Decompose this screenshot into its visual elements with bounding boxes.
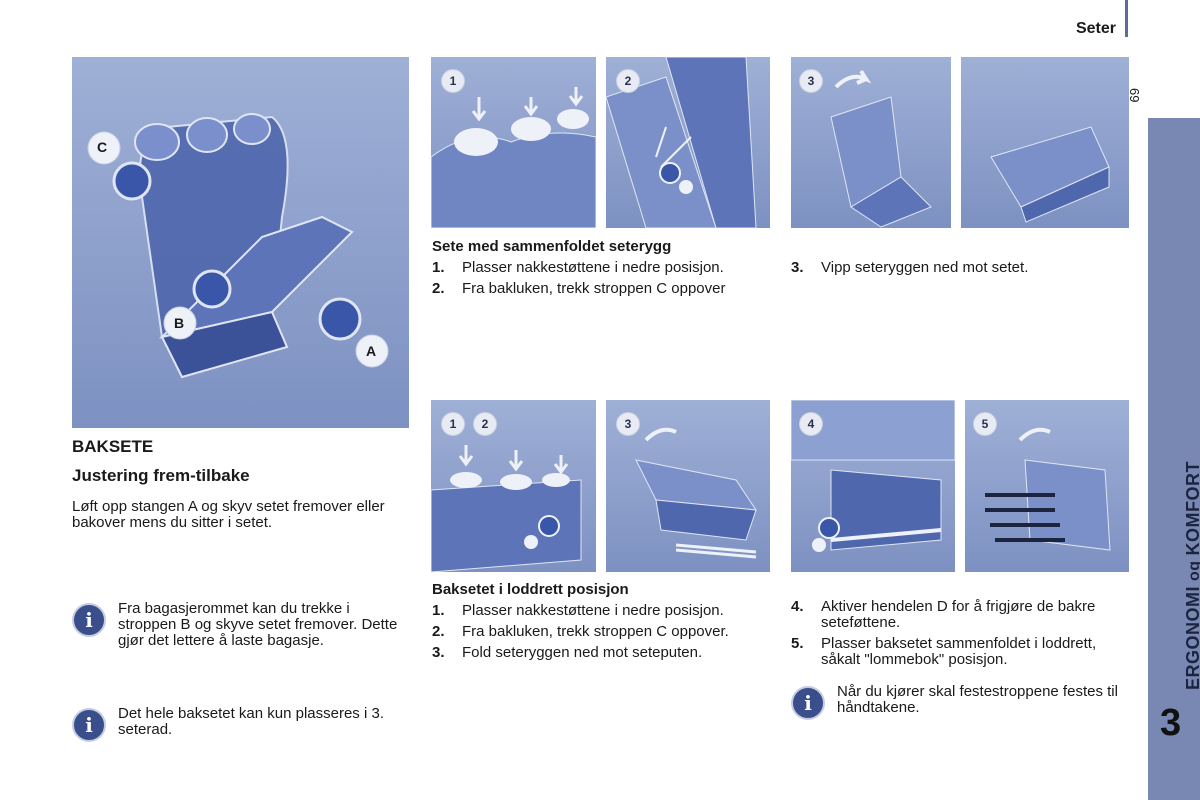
- step-badge: 2: [616, 69, 640, 93]
- chapter-label-part1: ERGONOMI: [1183, 586, 1200, 690]
- step-text: Plasser nakkestøttene i nedre posisjon.: [462, 603, 724, 619]
- info-icon: i: [72, 603, 106, 637]
- rear-seat-illustration: C B A: [72, 57, 409, 428]
- step-text: Vipp seteryggen ned mot setet.: [821, 260, 1028, 276]
- step-item: 5.Plasser baksetet sammenfoldet i loddre…: [791, 636, 1131, 668]
- page-header-title: Seter: [1076, 20, 1116, 38]
- step-number: 2.: [432, 281, 462, 297]
- subsection-2-title: Baksetet i loddrett posisjon: [432, 581, 629, 598]
- step-badge: 1: [441, 69, 465, 93]
- step-item: 1.Plasser nakkestøttene i nedre posisjon…: [432, 260, 752, 276]
- info-note-3: i Når du kjører skal festestroppene fest…: [791, 684, 1131, 720]
- info-note-2: i Det hele baksetet kan kun plasseres i …: [72, 706, 412, 742]
- step-item: 2.Fra bakluken, trekk stroppen C oppover: [432, 281, 752, 297]
- step-number: 2.: [432, 624, 462, 640]
- header-divider: [1125, 0, 1128, 37]
- step-badge: 5: [973, 412, 997, 436]
- step-text: Fold seteryggen ned mot seteputen.: [462, 645, 702, 661]
- step-number: 5.: [791, 636, 821, 668]
- step-item: 3.Vipp seteryggen ned mot setet.: [791, 260, 1121, 276]
- step-text: Plasser nakkestøttene i nedre posisjon.: [462, 260, 724, 276]
- fold-back-drawing: [791, 57, 1129, 228]
- step-image-upright: 5: [965, 400, 1129, 572]
- step-badge: 2: [473, 412, 497, 436]
- info-note-1-text: Fra bagasjerommet kan du trekke i stropp…: [118, 601, 412, 649]
- info-note-2-text: Det hele baksetet kan kun plasseres i 3.…: [118, 706, 412, 738]
- step-badge: 4: [799, 412, 823, 436]
- info-note-1: i Fra bagasjerommet kan du trekke i stro…: [72, 601, 412, 649]
- step-text: Aktiver hendelen D for å frigjøre de bak…: [821, 599, 1131, 631]
- subsection-1-steps-right: 3.Vipp seteryggen ned mot setet.: [791, 260, 1121, 281]
- step-badge: 3: [799, 69, 823, 93]
- step-text: Fra bakluken, trekk stroppen C oppover: [462, 281, 725, 297]
- step-image-fold-back: 3: [791, 57, 1129, 228]
- step-text: Fra bakluken, trekk stroppen C oppover.: [462, 624, 729, 640]
- subsection-2-steps: 1.Plasser nakkestøttene i nedre posisjon…: [432, 603, 752, 666]
- step-number: 3.: [791, 260, 821, 276]
- step-item: 1.Plasser nakkestøttene i nedre posisjon…: [432, 603, 752, 619]
- chapter-number: 3: [1160, 702, 1181, 745]
- label-a: A: [366, 343, 376, 359]
- rear-seat-drawing: [72, 57, 409, 428]
- step-image-headrests: 1: [431, 57, 596, 228]
- chapter-side-tab: [1148, 118, 1200, 800]
- step-image-headrests-strap: 1 2: [431, 400, 596, 572]
- step-image-strap: 2: [606, 57, 770, 228]
- step-item: 4.Aktiver hendelen D for å frigjøre de b…: [791, 599, 1131, 631]
- label-c: C: [97, 139, 107, 155]
- step-number: 1.: [432, 260, 462, 276]
- step-badge: 1: [441, 412, 465, 436]
- section-subtitle: Justering frem-tilbake: [72, 466, 250, 486]
- info-icon: i: [791, 686, 825, 720]
- step-item: 3.Fold seteryggen ned mot seteputen.: [432, 645, 752, 661]
- step-number: 4.: [791, 599, 821, 631]
- subsection-1-title: Sete med sammenfoldet seterygg: [432, 238, 671, 255]
- subsection-1-steps: 1.Plasser nakkestøttene i nedre posisjon…: [432, 260, 752, 302]
- step-text: Plasser baksetet sammenfoldet i loddrett…: [821, 636, 1131, 668]
- chapter-label-part2: og: [1186, 556, 1200, 586]
- step-image-fold: 3: [606, 400, 770, 572]
- step-number: 3.: [432, 645, 462, 661]
- chapter-label: ERGONOMI og KOMFORT: [1183, 461, 1200, 690]
- page-number: 69: [1127, 88, 1142, 102]
- section-title: BAKSETE: [72, 437, 153, 457]
- chapter-label-part3: KOMFORT: [1183, 461, 1200, 555]
- step-number: 1.: [432, 603, 462, 619]
- label-b: B: [174, 315, 184, 331]
- section-paragraph: Løft opp stangen A og skyv setet fremove…: [72, 499, 402, 531]
- info-note-3-text: Når du kjører skal festestroppene festes…: [837, 684, 1131, 716]
- subsection-2-steps-right: 4.Aktiver hendelen D for å frigjøre de b…: [791, 599, 1131, 673]
- step-item: 2.Fra bakluken, trekk stroppen C oppover…: [432, 624, 752, 640]
- step-badge: 3: [616, 412, 640, 436]
- step-image-lever: 4: [791, 400, 955, 572]
- info-icon: i: [72, 708, 106, 742]
